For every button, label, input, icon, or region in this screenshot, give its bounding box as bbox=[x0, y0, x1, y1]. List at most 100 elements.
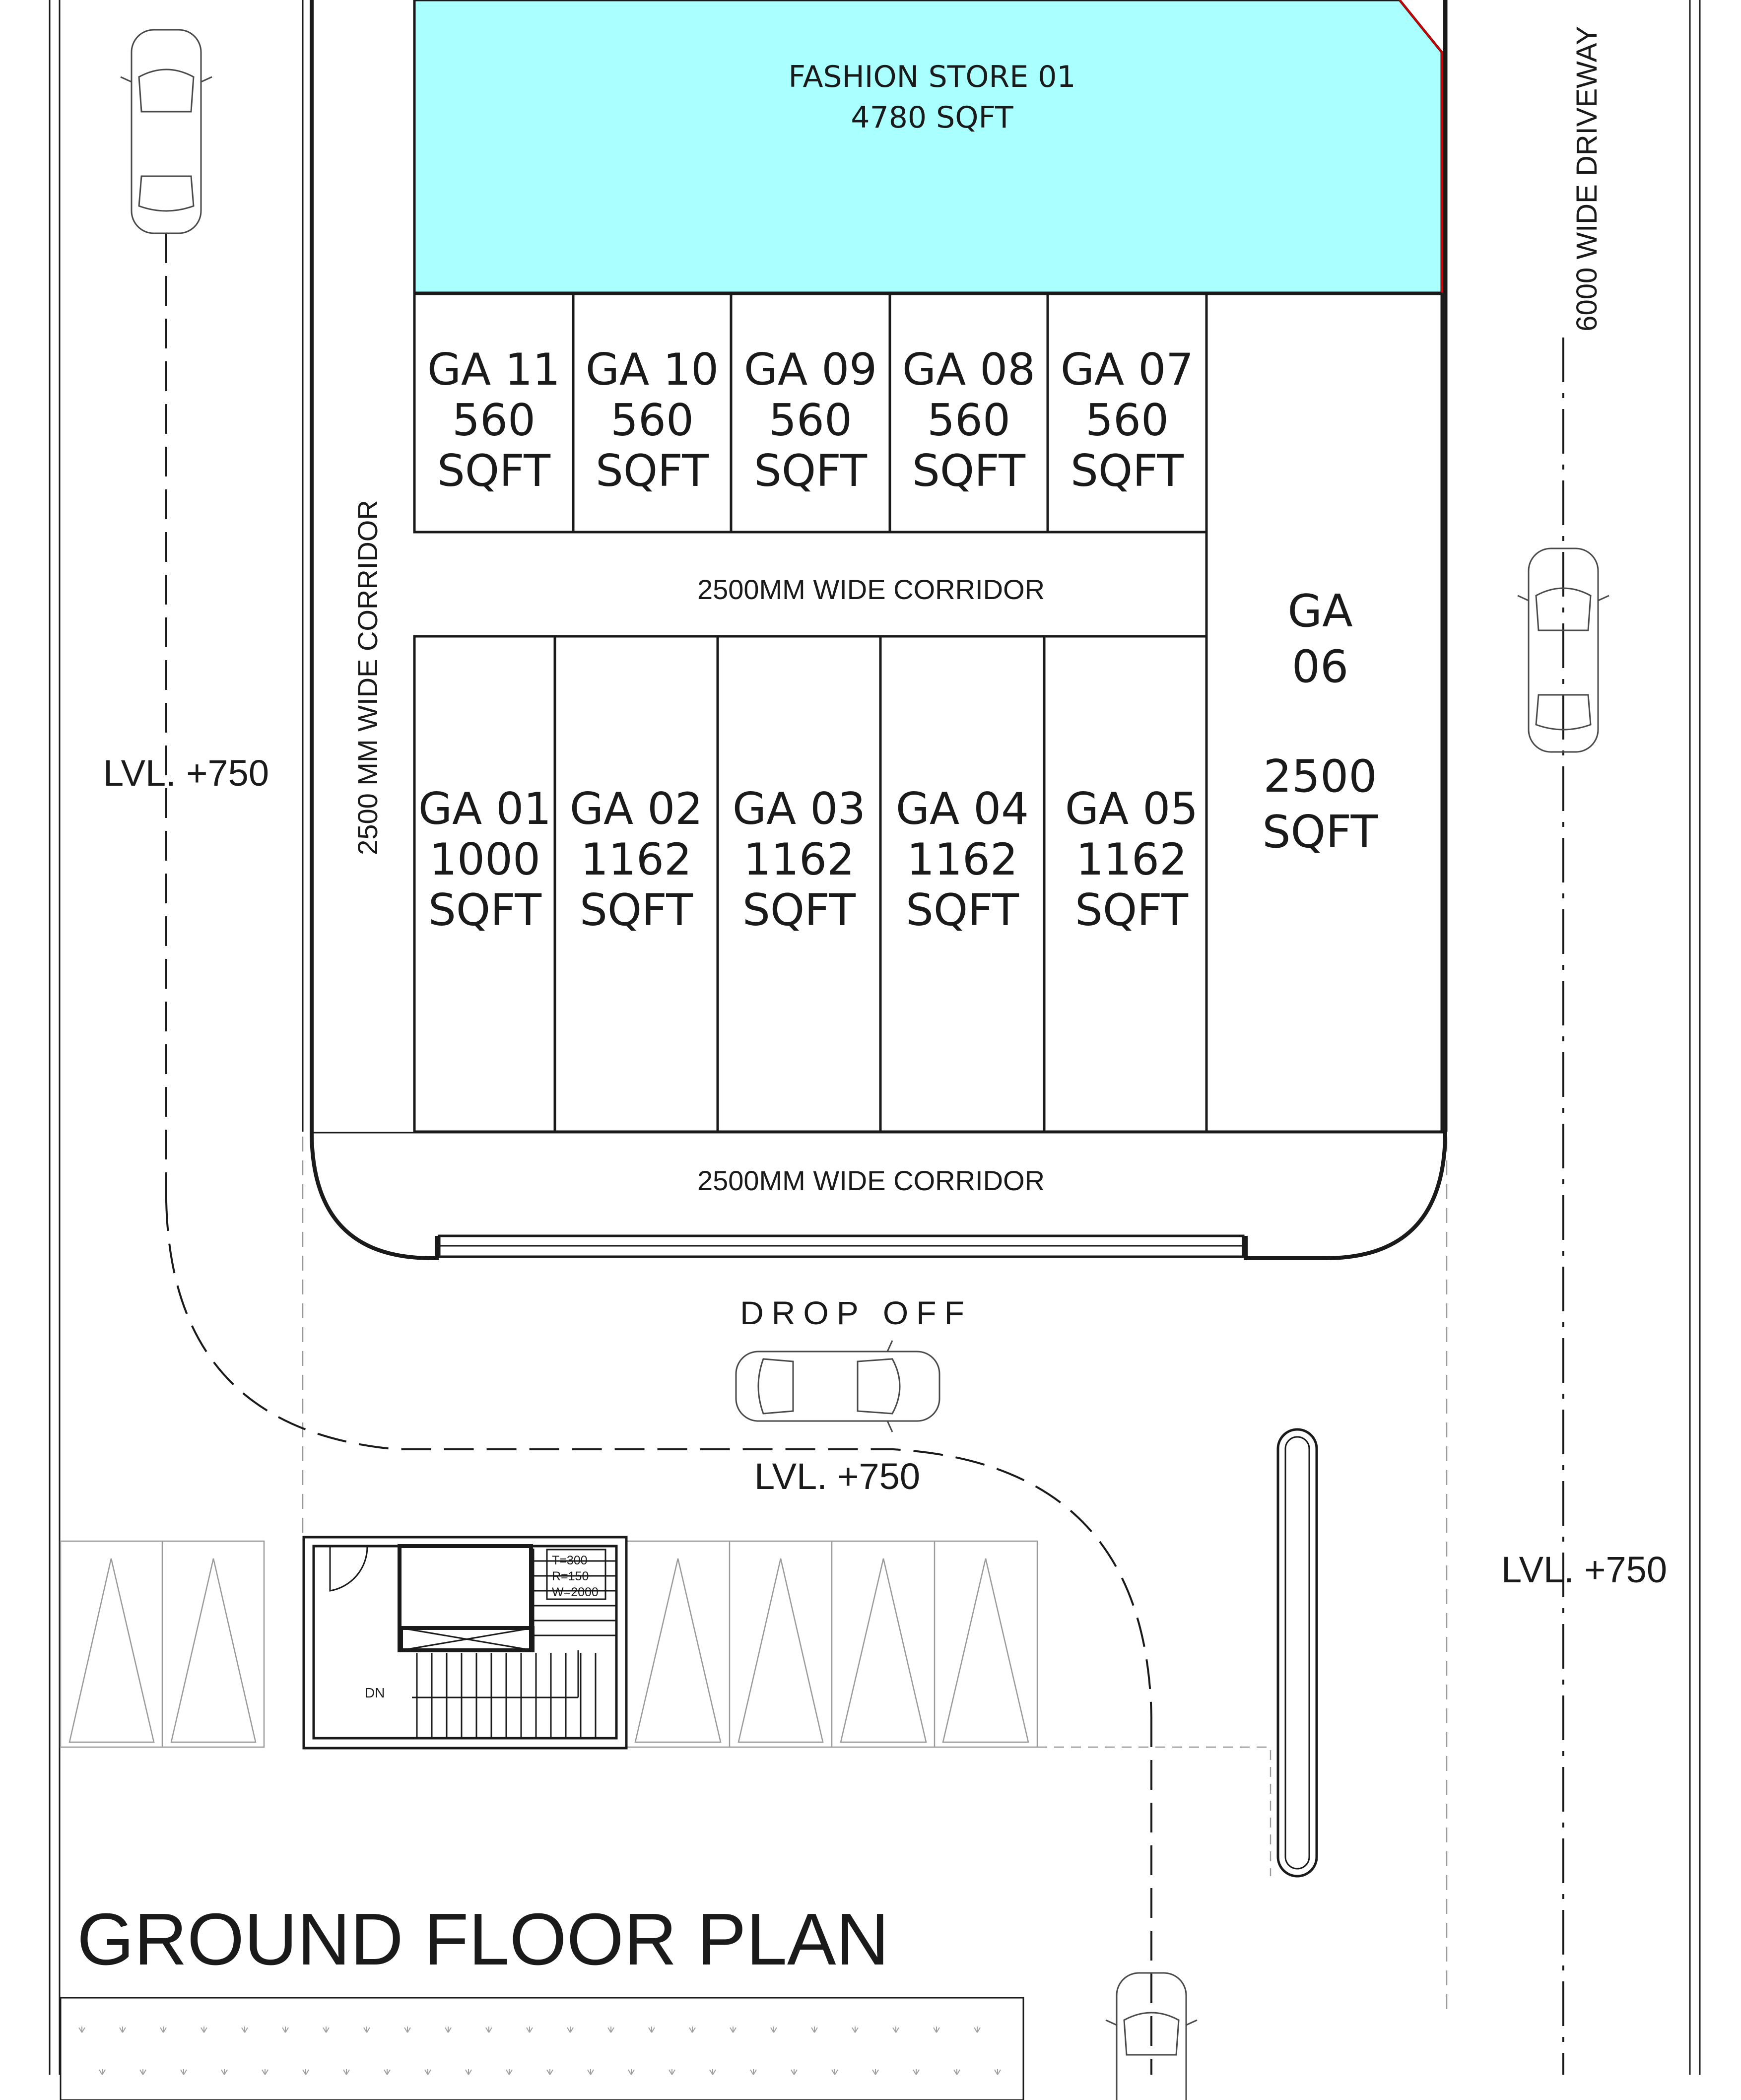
shop-code: GA 01 bbox=[418, 783, 551, 834]
shop-code-line2: 06 bbox=[1292, 641, 1349, 693]
shop-code: GA 03 bbox=[733, 783, 866, 834]
shop-unit: SQFT bbox=[596, 445, 709, 496]
building-outline bbox=[310, 0, 1447, 1260]
shop-unit: SQFT bbox=[428, 884, 542, 936]
shop-ga02: GA 02 1162 SQFT bbox=[553, 635, 719, 1133]
parking-bays bbox=[60, 1540, 1272, 1876]
drop-off-label: DROP OFF bbox=[740, 1294, 972, 1331]
plant-symbol bbox=[994, 2069, 1001, 2075]
plant-symbol bbox=[363, 2027, 370, 2033]
plant-symbol bbox=[302, 2069, 309, 2075]
shop-unit: SQFT bbox=[580, 884, 693, 936]
plant-symbol bbox=[485, 2027, 492, 2033]
shop-ga05: GA 05 1162 SQFT bbox=[1043, 635, 1208, 1133]
plant-symbol bbox=[160, 2027, 167, 2033]
level-label-left: LVL. +750 bbox=[103, 752, 269, 794]
shop-code: GA 08 bbox=[902, 344, 1035, 395]
plant-symbol bbox=[262, 2069, 268, 2075]
shop-area: 560 bbox=[610, 395, 694, 446]
shop-unit: SQFT bbox=[754, 445, 868, 496]
shop-unit: SQFT bbox=[1262, 806, 1378, 858]
plant-symbol bbox=[811, 2027, 818, 2033]
shop-area: 560 bbox=[452, 395, 536, 446]
stair-down-label: DN bbox=[365, 1685, 385, 1700]
car-top-left bbox=[120, 29, 212, 234]
shop-area: 560 bbox=[769, 395, 852, 446]
shop-ga07: GA 07 560 SQFT bbox=[1046, 292, 1208, 534]
shop-area: 1162 bbox=[1076, 834, 1187, 885]
plant-symbol bbox=[445, 2027, 452, 2033]
shop-ga01: GA 01 1000 SQFT bbox=[413, 635, 556, 1133]
car-right-driveway bbox=[1517, 547, 1609, 753]
fashion-store-name: FASHION STORE 01 bbox=[788, 60, 1075, 94]
plant-symbol bbox=[831, 2069, 838, 2075]
plant-symbol bbox=[506, 2069, 513, 2075]
shop-ga08: GA 08 560 SQFT bbox=[888, 292, 1049, 534]
plant-symbol bbox=[648, 2027, 655, 2033]
plant-symbol bbox=[872, 2069, 879, 2075]
shop-area: 1000 bbox=[429, 834, 540, 885]
plant-symbol bbox=[567, 2027, 574, 2033]
plant-symbol bbox=[892, 2027, 899, 2033]
shop-ga06: GA 06 2500 SQFT bbox=[1205, 292, 1443, 1133]
drawing-title: GROUND FLOOR PLAN bbox=[77, 1898, 889, 1980]
plant-symbol bbox=[282, 2027, 289, 2033]
corridor-inner-label: 2500MM WIDE CORRIDOR bbox=[697, 574, 1045, 605]
shop-code-line1: GA bbox=[1287, 585, 1352, 637]
shop-unit: SQFT bbox=[906, 884, 1019, 936]
shop-code: GA 09 bbox=[744, 344, 877, 395]
shop-area: 560 bbox=[927, 395, 1010, 446]
plant-symbol bbox=[953, 2069, 960, 2075]
plant-symbol bbox=[384, 2069, 391, 2075]
plant-symbol bbox=[770, 2027, 777, 2033]
shop-unit: SQFT bbox=[912, 445, 1026, 496]
shop-code: GA 04 bbox=[896, 783, 1029, 834]
shop-code: GA 11 bbox=[427, 344, 560, 395]
plant-symbol bbox=[669, 2069, 675, 2075]
fashion-store-01: FASHION STORE 01 4780 SQFT bbox=[413, 0, 1443, 294]
median-island bbox=[1276, 1428, 1318, 1878]
plant-symbol bbox=[465, 2069, 472, 2075]
plant-symbol bbox=[139, 2069, 146, 2075]
stair-riser: R=150 bbox=[552, 1569, 589, 1583]
plant-symbol bbox=[933, 2027, 940, 2033]
plant-symbol bbox=[709, 2069, 716, 2075]
plant-symbol bbox=[323, 2027, 330, 2033]
shop-area: 1162 bbox=[907, 834, 1018, 885]
shop-unit: SQFT bbox=[1071, 445, 1184, 496]
plant-symbol bbox=[913, 2069, 920, 2075]
corridor-vertical-label: 2500 MM WIDE CORRIDOR bbox=[352, 500, 383, 855]
shop-unit: SQFT bbox=[742, 884, 856, 936]
corridor-outer-label: 2500MM WIDE CORRIDOR bbox=[697, 1165, 1045, 1196]
plant-symbol bbox=[343, 2069, 350, 2075]
plant-symbol bbox=[221, 2069, 228, 2075]
plant-symbol bbox=[546, 2069, 553, 2075]
shops-bottom-row: GA 01 1000 SQFT GA 02 1162 SQFT GA 03 11… bbox=[413, 635, 1208, 1133]
shop-unit: SQFT bbox=[1075, 884, 1189, 936]
plant-symbol bbox=[750, 2069, 757, 2075]
shop-code: GA 05 bbox=[1065, 783, 1198, 834]
plant-symbol bbox=[404, 2027, 411, 2033]
plant-symbol bbox=[730, 2027, 737, 2033]
plant-symbol bbox=[791, 2069, 798, 2075]
landscape-strip bbox=[60, 1997, 1024, 2100]
plant-symbol bbox=[852, 2027, 859, 2033]
driveway-label: 6000 WIDE DRIVEWAY bbox=[1571, 26, 1603, 332]
stair-core: T=300 R=150 W=2000 DN bbox=[302, 1536, 628, 1750]
shop-code: GA 07 bbox=[1061, 344, 1194, 395]
shops-top-row: GA 11 560 SQFT GA 10 560 SQFT GA 09 560 … bbox=[413, 292, 1208, 534]
plant-symbol bbox=[424, 2069, 431, 2075]
car-bottom bbox=[1105, 1972, 1198, 2100]
fashion-store-area: 4780 SQFT bbox=[851, 100, 1013, 135]
shop-ga03: GA 03 1162 SQFT bbox=[716, 635, 882, 1133]
corridor-inner: 2500MM WIDE CORRIDOR bbox=[414, 531, 1206, 638]
plant-symbol bbox=[180, 2069, 187, 2075]
stair-treads bbox=[412, 1549, 615, 1737]
site-boundary bbox=[49, 0, 1701, 2075]
plant-symbol bbox=[689, 2027, 696, 2033]
plant-symbol bbox=[201, 2027, 207, 2033]
shop-ga09: GA 09 560 SQFT bbox=[730, 292, 891, 534]
plant-symbol bbox=[587, 2069, 594, 2075]
plant-symbol bbox=[628, 2069, 635, 2075]
